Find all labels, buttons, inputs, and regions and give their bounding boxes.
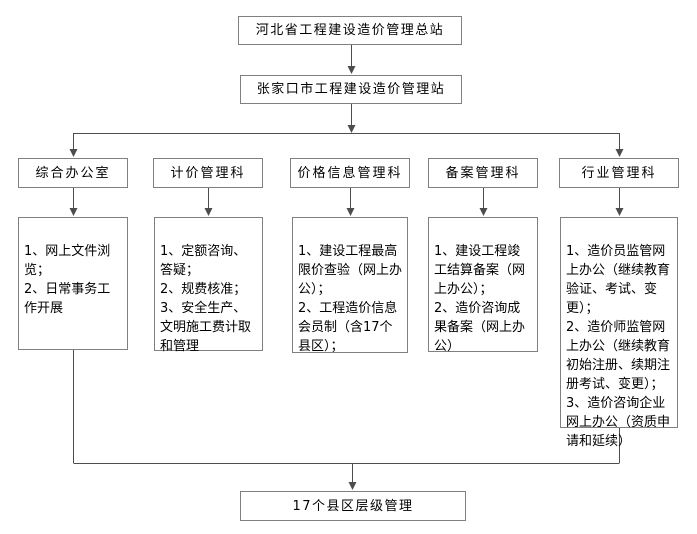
municipal-node: 张家口市工程建设造价管理站	[240, 75, 462, 104]
arrowhead-dept2-duty2	[204, 208, 213, 216]
arrowhead-line-dept1	[69, 149, 78, 157]
dept-node-industry: 行业管理科	[559, 158, 679, 188]
dept-label: 计价管理科	[170, 165, 246, 181]
root-node: 河北省工程建设造价管理总站	[238, 16, 462, 45]
arrowhead-dept3-duty3	[346, 208, 355, 216]
dept-node-pricing: 计价管理科	[153, 158, 263, 188]
bottom-node-counties: 17个县区层级管理	[240, 491, 466, 521]
arrowhead-dept5-duty5	[615, 208, 624, 216]
dept-node-filing: 备案管理科	[428, 158, 538, 188]
duty-node-general-office: 1、网上文件浏览； 2、日常事务工作开展	[18, 217, 128, 350]
dept-label: 价格信息管理科	[297, 165, 403, 181]
root-node-label: 河北省工程建设造价管理总站	[255, 23, 445, 38]
dept-node-general-office: 综合办公室	[18, 158, 128, 188]
municipal-node-label: 张家口市工程建设造价管理站	[256, 82, 446, 97]
duty-node-pricing: 1、定额咨询、答疑； 2、规费核准； 3、安全生产、文明施工费计取和管理	[154, 217, 263, 354]
dept-label: 备案管理科	[445, 165, 521, 181]
dept-label: 行业管理科	[581, 165, 657, 181]
dept-node-price-info: 价格信息管理科	[290, 158, 410, 188]
duty-text: 1、网上文件浏览； 2、日常事务工作开展	[24, 244, 111, 316]
arrowhead-municipal-line	[347, 125, 356, 133]
bottom-node-label: 17个县区层级管理	[292, 498, 414, 514]
arrowhead-dept1-duty1	[69, 208, 78, 216]
arrowhead-root-municipal	[347, 66, 356, 74]
duty-text: 1、建设工程竣工结算备案（网上办公）； 2、造价咨询成果备案（网上办公）	[434, 244, 526, 354]
arrowhead-line-dept5	[615, 149, 624, 157]
duty-node-price-info: 1、建设工程最高限价查验（网上办公）； 2、工程造价信息会员制（含17个县区）；	[292, 217, 408, 354]
arrowhead-dept4-duty4	[479, 208, 488, 216]
dept-label: 综合办公室	[35, 165, 111, 181]
duty-text: 1、造价员监管网上办公（继续教育验证、考试、变更）； 2、造价师监管网上办公（继…	[566, 244, 671, 449]
arrowhead-collector-bottom	[348, 482, 357, 490]
duty-node-industry: 1、造价员监管网上办公（继续教育验证、考试、变更）； 2、造价师监管网上办公（继…	[560, 217, 678, 449]
duty-node-filing: 1、建设工程竣工结算备案（网上办公）； 2、造价咨询成果备案（网上办公）	[428, 217, 538, 354]
duty-text: 1、定额咨询、答疑； 2、规费核准； 3、安全生产、文明施工费计取和管理	[160, 244, 252, 354]
duty-text: 1、建设工程最高限价查验（网上办公）； 2、工程造价信息会员制（含17个县区）；	[298, 244, 403, 354]
